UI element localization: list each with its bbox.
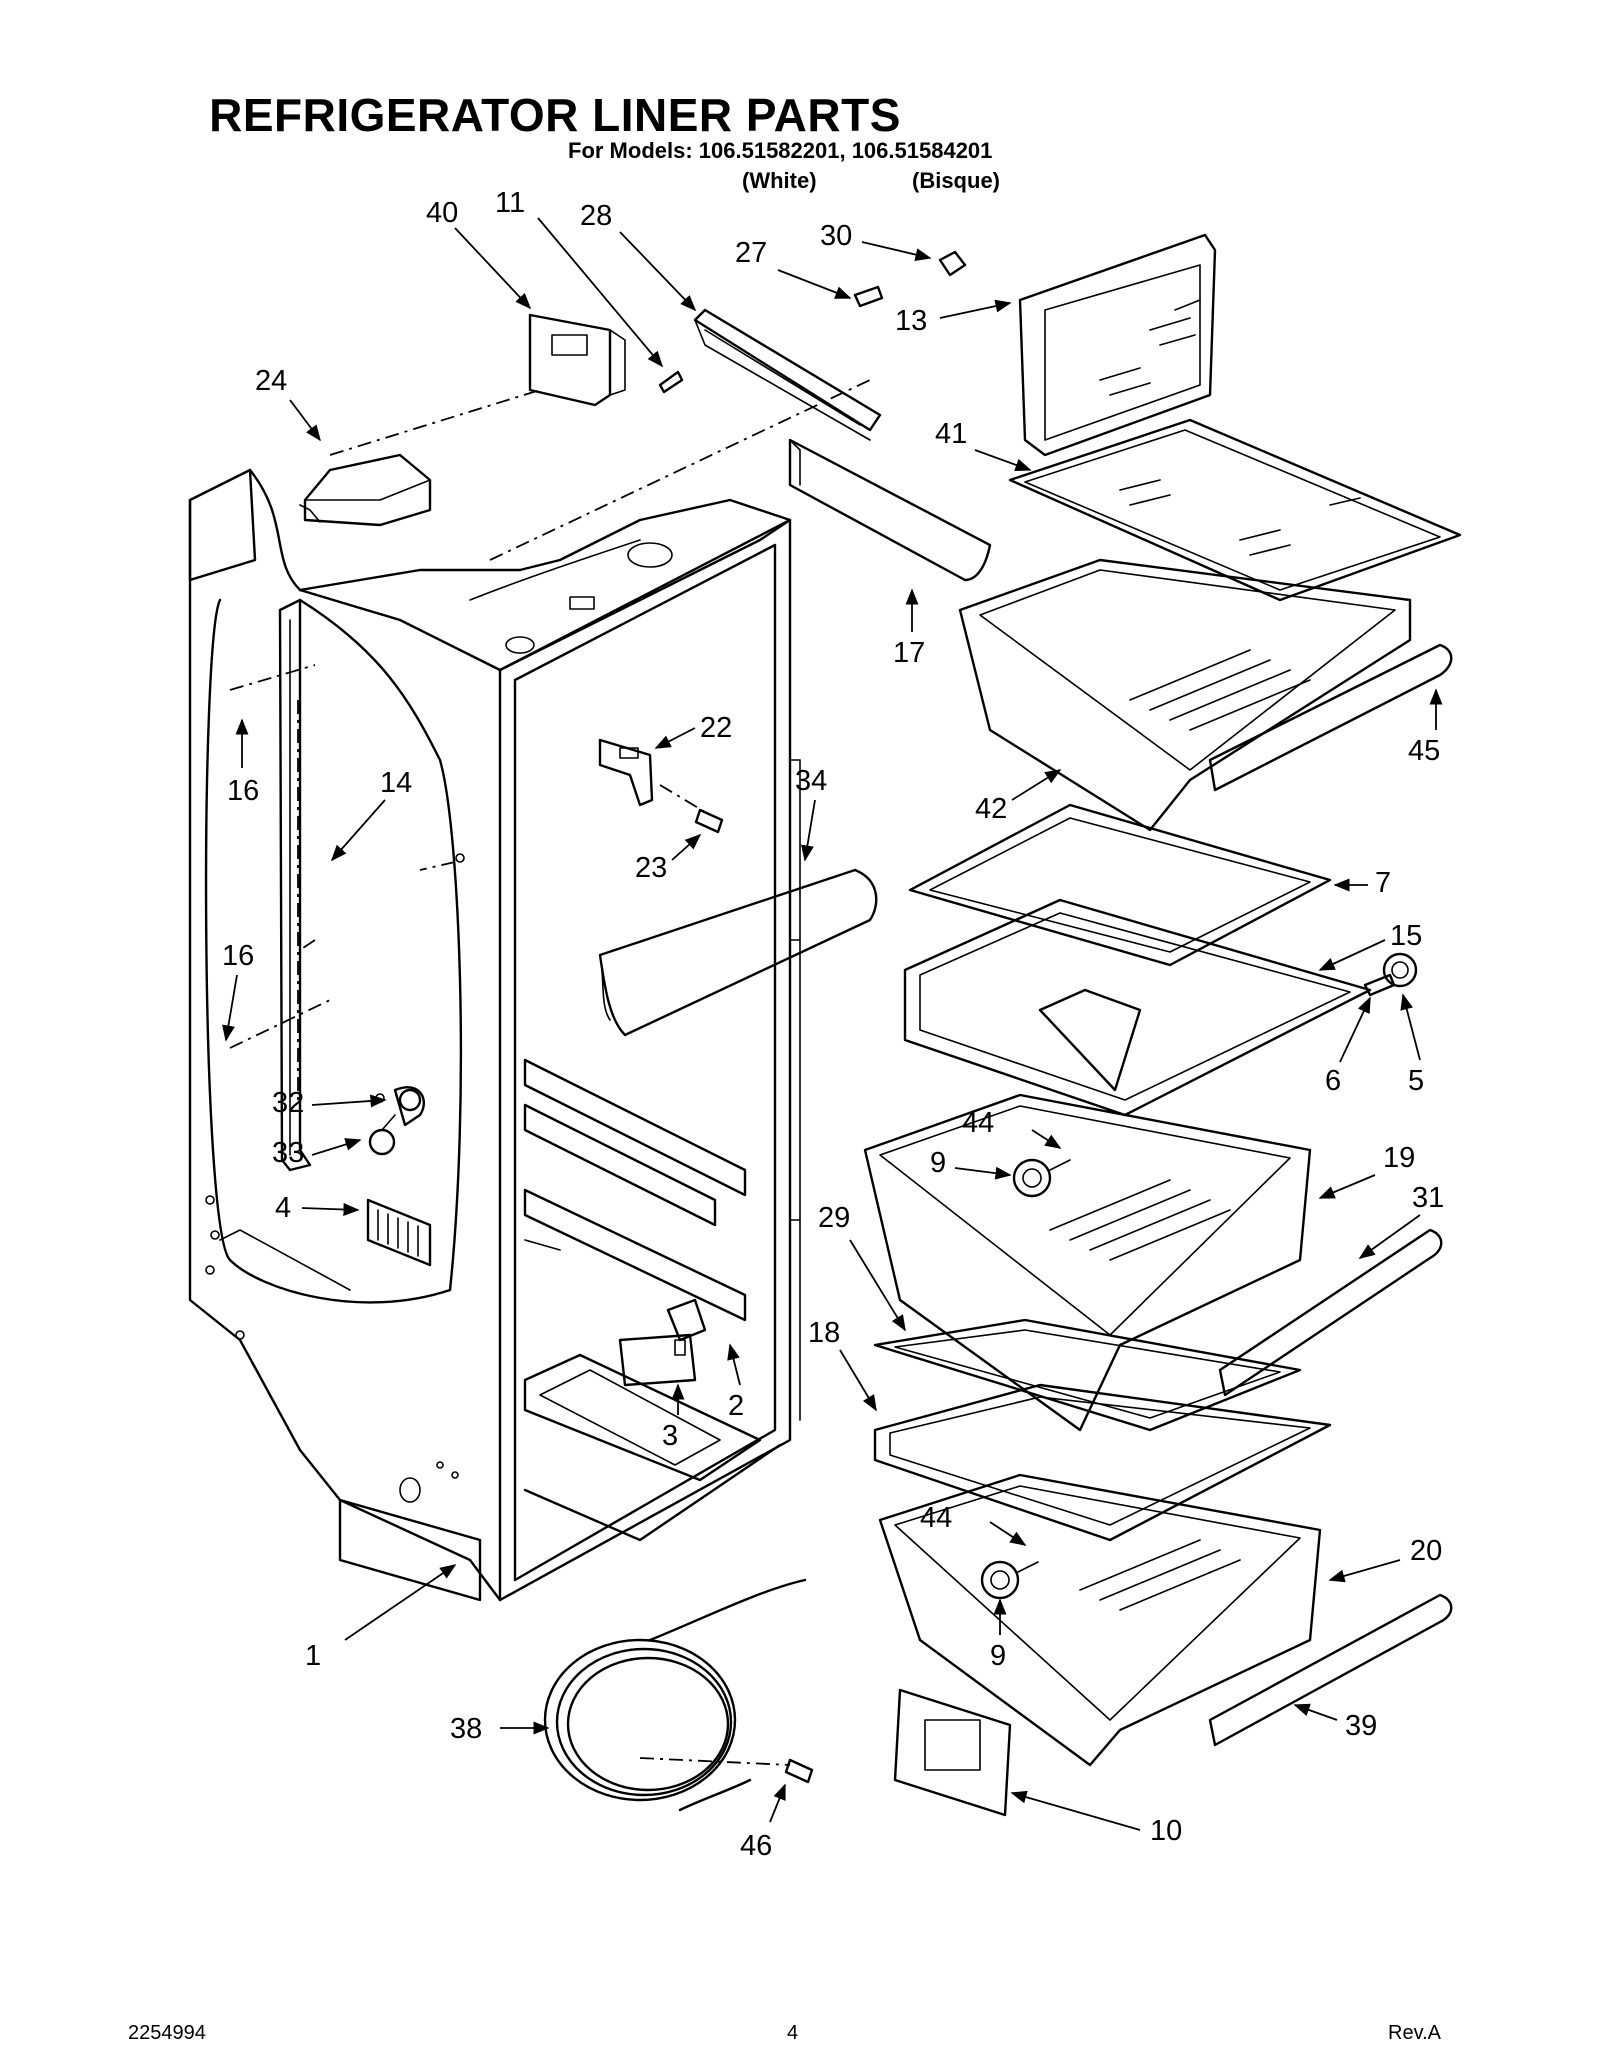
callout-3: 3	[662, 1420, 678, 1452]
vent-grille	[366, 1198, 432, 1267]
callout-27: 27	[735, 237, 767, 269]
callout-44b: 44	[920, 1502, 952, 1534]
part-2	[666, 1298, 707, 1342]
bracket-22	[598, 738, 654, 807]
variant-white: (White)	[742, 168, 817, 193]
variant-bisque: (Bisque)	[912, 168, 1000, 193]
callout-18: 18	[808, 1317, 840, 1349]
callout-7: 7	[1375, 867, 1391, 899]
page-number: 4	[787, 2022, 799, 2044]
trim-45	[1208, 643, 1453, 792]
cover-17	[788, 438, 992, 582]
drawer-20	[878, 1473, 1322, 1767]
screw-27	[853, 285, 884, 308]
callout-32: 32	[272, 1087, 304, 1119]
callout-38: 38	[450, 1713, 482, 1745]
callout-41: 41	[935, 418, 967, 450]
trim-39	[1208, 1593, 1453, 1747]
frame-18	[873, 1383, 1332, 1542]
callout-30: 30	[820, 220, 852, 252]
screw-23	[694, 808, 724, 834]
drawer-19	[863, 1093, 1312, 1432]
light-socket	[368, 1086, 425, 1156]
alignment-lines	[229, 379, 871, 1766]
callout-9b: 9	[990, 1640, 1006, 1672]
glass-shelf-7	[908, 803, 1332, 967]
callout-40: 40	[426, 197, 458, 229]
callout-9a: 9	[930, 1147, 946, 1179]
shelf-rail	[278, 598, 312, 1172]
callout-31: 31	[1412, 1182, 1444, 1214]
models-line: For Models: 106.51582201, 106.51584201	[568, 138, 993, 163]
shelf-41	[1008, 418, 1462, 602]
knob-9-lower	[980, 1560, 1039, 1600]
callout-15: 15	[1390, 920, 1422, 952]
callout-4: 4	[275, 1192, 291, 1224]
callout-5: 5	[1408, 1065, 1424, 1097]
screw-11	[658, 370, 684, 394]
callout-20: 20	[1410, 1535, 1442, 1567]
trim-31	[1218, 1228, 1443, 1397]
callout-11: 11	[495, 187, 525, 219]
glass-shelf-29	[873, 1318, 1302, 1432]
callout-16b: 16	[222, 940, 254, 972]
callout-42: 42	[975, 793, 1007, 825]
control-housing	[299, 453, 432, 527]
water-tube-coil	[543, 1578, 807, 1812]
frame-15	[903, 898, 1372, 1117]
callout-23: 23	[635, 852, 667, 884]
revision: Rev.A	[1388, 2022, 1441, 2044]
part-6	[1363, 973, 1396, 997]
callout-13: 13	[895, 305, 927, 337]
light-cover	[598, 868, 878, 1037]
callout-24: 24	[255, 365, 287, 397]
callout-labels: 40 11 28 27 30 13 24 41 17 45 16 14 22 3…	[222, 187, 1444, 1862]
callout-28: 28	[580, 200, 612, 232]
callout-39: 39	[1345, 1710, 1377, 1742]
shelf-13	[1018, 233, 1217, 457]
callout-1: 1	[305, 1640, 321, 1672]
knob-5	[1382, 952, 1418, 988]
callout-16a: 16	[227, 775, 259, 807]
callout-44a: 44	[962, 1107, 994, 1139]
callout-46: 46	[740, 1830, 772, 1862]
callout-29: 29	[818, 1202, 850, 1234]
cabinet-liner	[188, 468, 801, 1602]
callout-45: 45	[1408, 735, 1440, 767]
label-10	[893, 1688, 1012, 1817]
callout-17: 17	[893, 637, 925, 669]
bracket-3	[618, 1333, 697, 1387]
clip-30	[938, 250, 967, 277]
callout-6: 6	[1325, 1065, 1341, 1097]
knob-9-upper	[1012, 1158, 1071, 1198]
page-title: REFRIGERATOR LINER PARTS	[209, 89, 901, 141]
crisper-drawer-42	[958, 558, 1412, 832]
callout-33: 33	[272, 1137, 304, 1169]
top-rail	[693, 308, 882, 441]
callout-34: 34	[795, 765, 827, 797]
callout-19: 19	[1383, 1142, 1415, 1174]
callout-10: 10	[1150, 1815, 1182, 1847]
callout-22: 22	[700, 712, 732, 744]
screw-46	[784, 1758, 814, 1784]
doc-number: 2254994	[128, 2022, 206, 2044]
callout-2: 2	[728, 1390, 744, 1422]
callout-14: 14	[380, 767, 412, 799]
part-40	[528, 313, 626, 407]
